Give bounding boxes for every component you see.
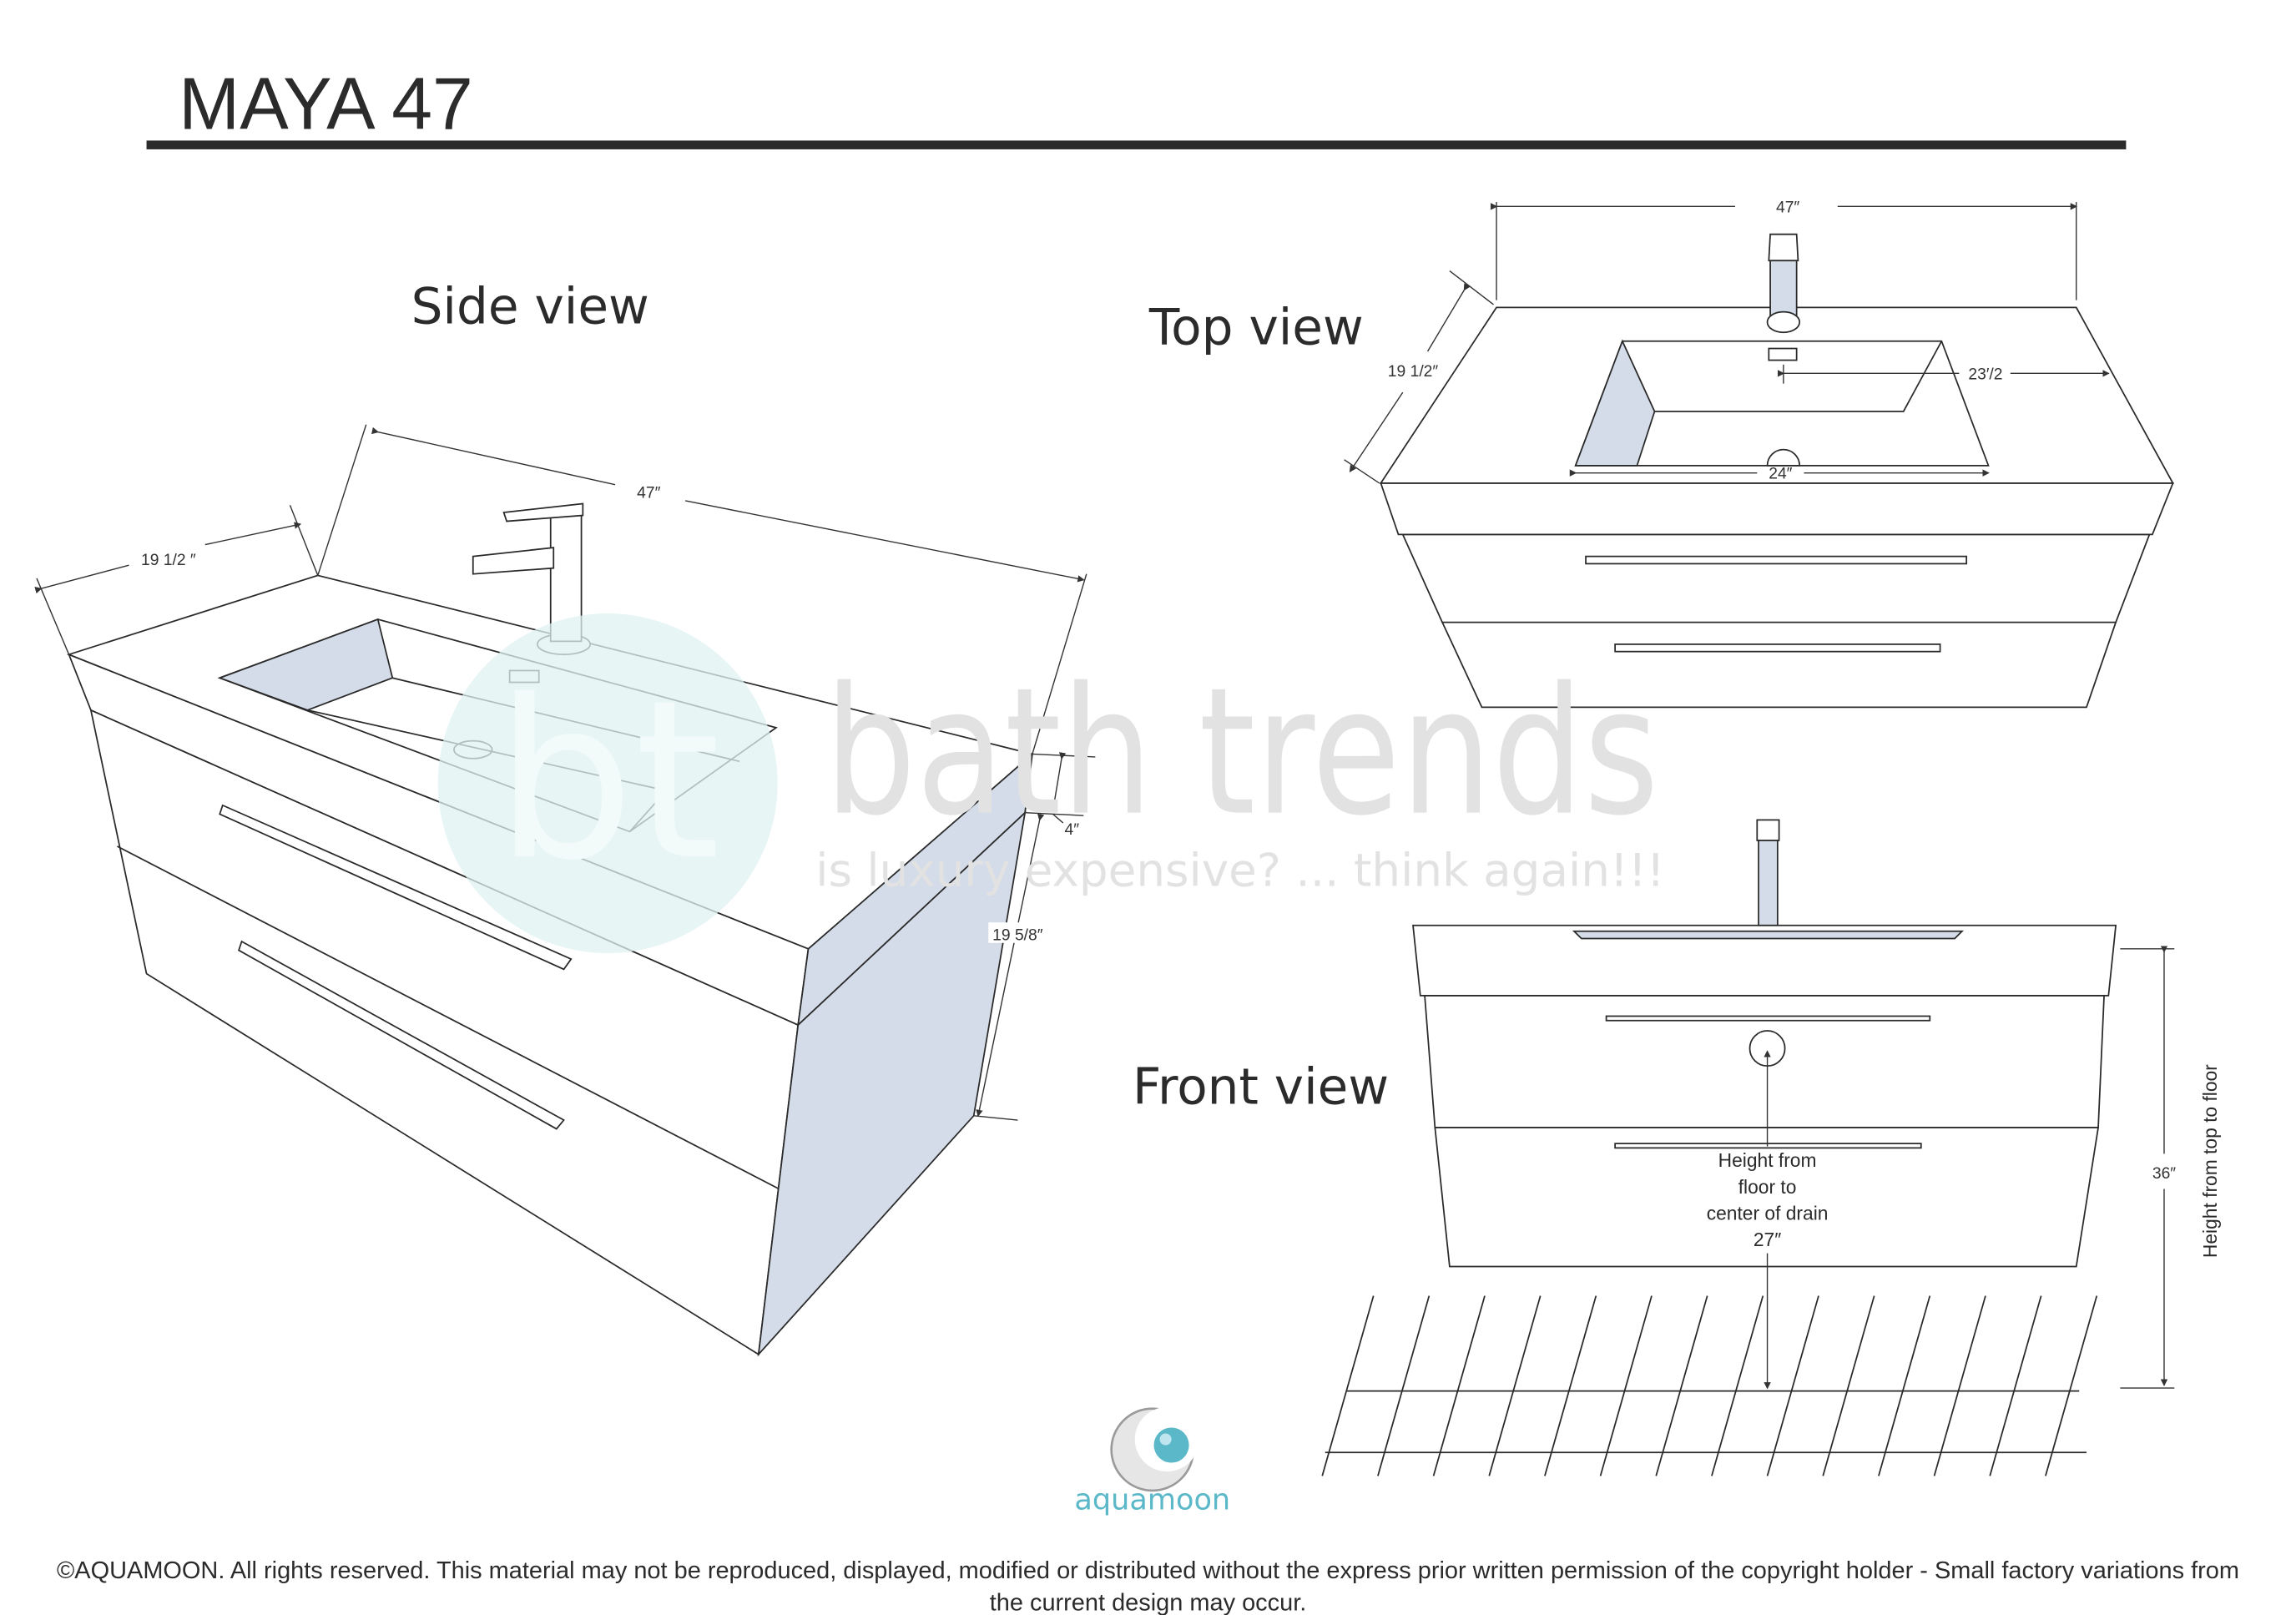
front-view: Front view Height from floor to center o… [1133, 819, 2221, 1476]
watermark-tagline: is luxury expensive? ... think again!!! [815, 844, 1664, 896]
counter [1412, 924, 2117, 997]
floor-hatch-line [1989, 1295, 2042, 1476]
drawer-handle-top [1585, 555, 1968, 565]
sink-wall [1574, 339, 1656, 467]
watermark-circle [437, 613, 778, 954]
watermark: bt bath trends is luxury expensive? ... … [437, 613, 1665, 954]
drawer-handle-bottom [1614, 1143, 1922, 1149]
floor-hatch-line [1655, 1295, 1708, 1476]
watermark-monogram: bt [495, 654, 720, 909]
drawer-split [117, 845, 780, 1190]
floor-hatch-line [1878, 1295, 1931, 1476]
overflow-icon [1768, 347, 1798, 361]
counter-front [1380, 482, 2174, 536]
drain-note-line3: center of drain [1707, 1202, 1829, 1224]
counter-height-label: 4″ [1064, 821, 1079, 839]
drawer-handle-top [1605, 1015, 1931, 1022]
sink-floor-line [1654, 341, 1943, 412]
floor-hatch-line [2045, 1295, 2098, 1476]
total-height-caption: Height from top to floor [2199, 1064, 2221, 1258]
drawer-handle-bottom [1614, 643, 1941, 653]
floor-hatch-line [1488, 1295, 1542, 1476]
floor-hatch-line [1711, 1295, 1764, 1476]
top-width-label: 47″ [1776, 199, 1799, 216]
front-view-heading: Front view [1133, 1059, 1389, 1117]
cabinet-height-label: 19 5/8″ [992, 926, 1043, 944]
drawer-handle-top [219, 804, 573, 971]
title-rule [146, 140, 2127, 149]
floor-hatch-line [1432, 1295, 1486, 1476]
drawer-top [1401, 533, 2151, 623]
faucet-to-edge-label: 23′/2 [1968, 366, 2002, 383]
floor-hatch-line [1822, 1295, 1875, 1476]
side-view-heading: Side view [411, 279, 649, 336]
faucet-icon [1756, 819, 1780, 926]
side-width-label: 47″ [637, 484, 660, 502]
page-title: MAYA 47 [179, 63, 473, 144]
floor-hatch-line [1321, 1295, 1375, 1476]
sink-slot [1572, 930, 1965, 940]
side-depth-label: 19 1/2 ″ [141, 552, 196, 569]
drain-height-value: 27″ [1754, 1229, 1781, 1250]
logo-text: aquamoon [1074, 1483, 1230, 1517]
floor-hatch-line [1377, 1295, 1431, 1476]
floor-hatch [1321, 1295, 2098, 1476]
floor-hatch-line [1933, 1295, 1986, 1476]
drain-note-line2: floor to [1738, 1176, 1797, 1198]
faucet-icon [1766, 233, 1801, 334]
top-view: Top view 47″ 19 1/2″ 23′/2 24″ [1148, 199, 2174, 709]
footer-copyright-cont: the current design may occur. [990, 1590, 1307, 1615]
watermark-brand: bath trends [825, 650, 1659, 855]
top-view-heading: Top view [1148, 299, 1364, 356]
footer-copyright: ©AQUAMOON. All rights reserved. This mat… [57, 1557, 2239, 1584]
aquamoon-logo: aquamoon [1074, 1406, 1230, 1517]
floor-hatch-line [1599, 1295, 1653, 1476]
drain-icon [1766, 448, 1801, 467]
sink-width-label: 24″ [1769, 466, 1792, 483]
floor-hatch-line [1544, 1295, 1597, 1476]
total-height-label: 36″ [2152, 1165, 2176, 1183]
drawer-handle-bottom [238, 940, 565, 1130]
floor-hatch-line [1766, 1295, 1819, 1476]
drain-note-line1: Height from [1718, 1149, 1817, 1171]
top-depth-label: 19 1/2″ [1388, 363, 1439, 381]
